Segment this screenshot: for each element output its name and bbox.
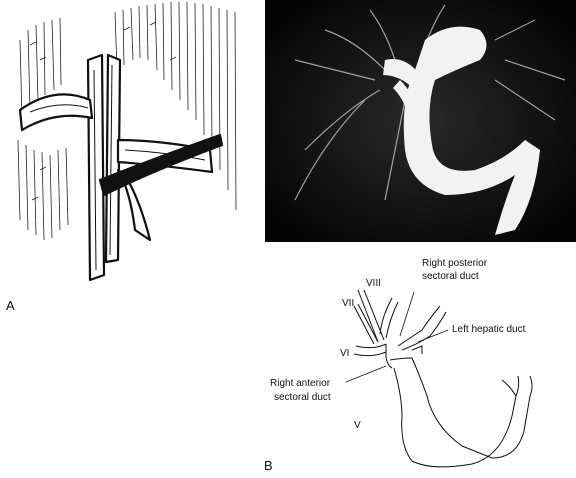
cholangiogram-svg bbox=[265, 0, 576, 242]
segment-vii-duct bbox=[353, 303, 379, 345]
duct-diagram-svg bbox=[345, 289, 533, 468]
contrast-filled-ducts bbox=[383, 26, 540, 235]
segment-viii-duct bbox=[357, 289, 385, 343]
posterior-branch bbox=[379, 297, 399, 339]
label-right-posterior-1: Right posterior bbox=[422, 258, 488, 269]
parenchyma-hatching bbox=[17, 1, 237, 241]
segment-vi-duct bbox=[353, 343, 387, 357]
duodenal-bend bbox=[501, 379, 517, 397]
duct-outlines bbox=[353, 289, 533, 468]
leader-lines bbox=[345, 291, 449, 383]
label-left-hepatic: Left hepatic duct bbox=[452, 324, 526, 335]
intrahepatic-branches bbox=[294, 4, 566, 201]
left-hepatic-branch bbox=[397, 305, 447, 351]
right-duct-junction bbox=[385, 344, 393, 369]
duct-illustration-svg bbox=[17, 1, 237, 282]
panel-a-label: A bbox=[6, 298, 15, 313]
label-right-posterior-2: sectoral duct bbox=[422, 271, 479, 282]
cholangiogram-image bbox=[265, 0, 576, 242]
duct-contours bbox=[29, 64, 206, 271]
label-segment-vi: VI bbox=[340, 348, 350, 359]
label-right-anterior-1: Right anterior bbox=[270, 378, 331, 389]
common-duct bbox=[389, 357, 533, 468]
label-segment-viii: VIII bbox=[366, 278, 382, 289]
label-segment-v: V bbox=[354, 420, 361, 431]
label-right-anterior-2: sectoral duct bbox=[274, 392, 331, 403]
panel-b-label: B bbox=[264, 458, 273, 473]
bile-ducts bbox=[18, 53, 224, 282]
confluence bbox=[411, 345, 423, 354]
labelled-duct-diagram: VIII VII VI V Right posterior sectoral d… bbox=[262, 246, 576, 478]
panel-a-illustration: A bbox=[0, 0, 262, 313]
label-segment-vii: VII bbox=[342, 298, 355, 309]
